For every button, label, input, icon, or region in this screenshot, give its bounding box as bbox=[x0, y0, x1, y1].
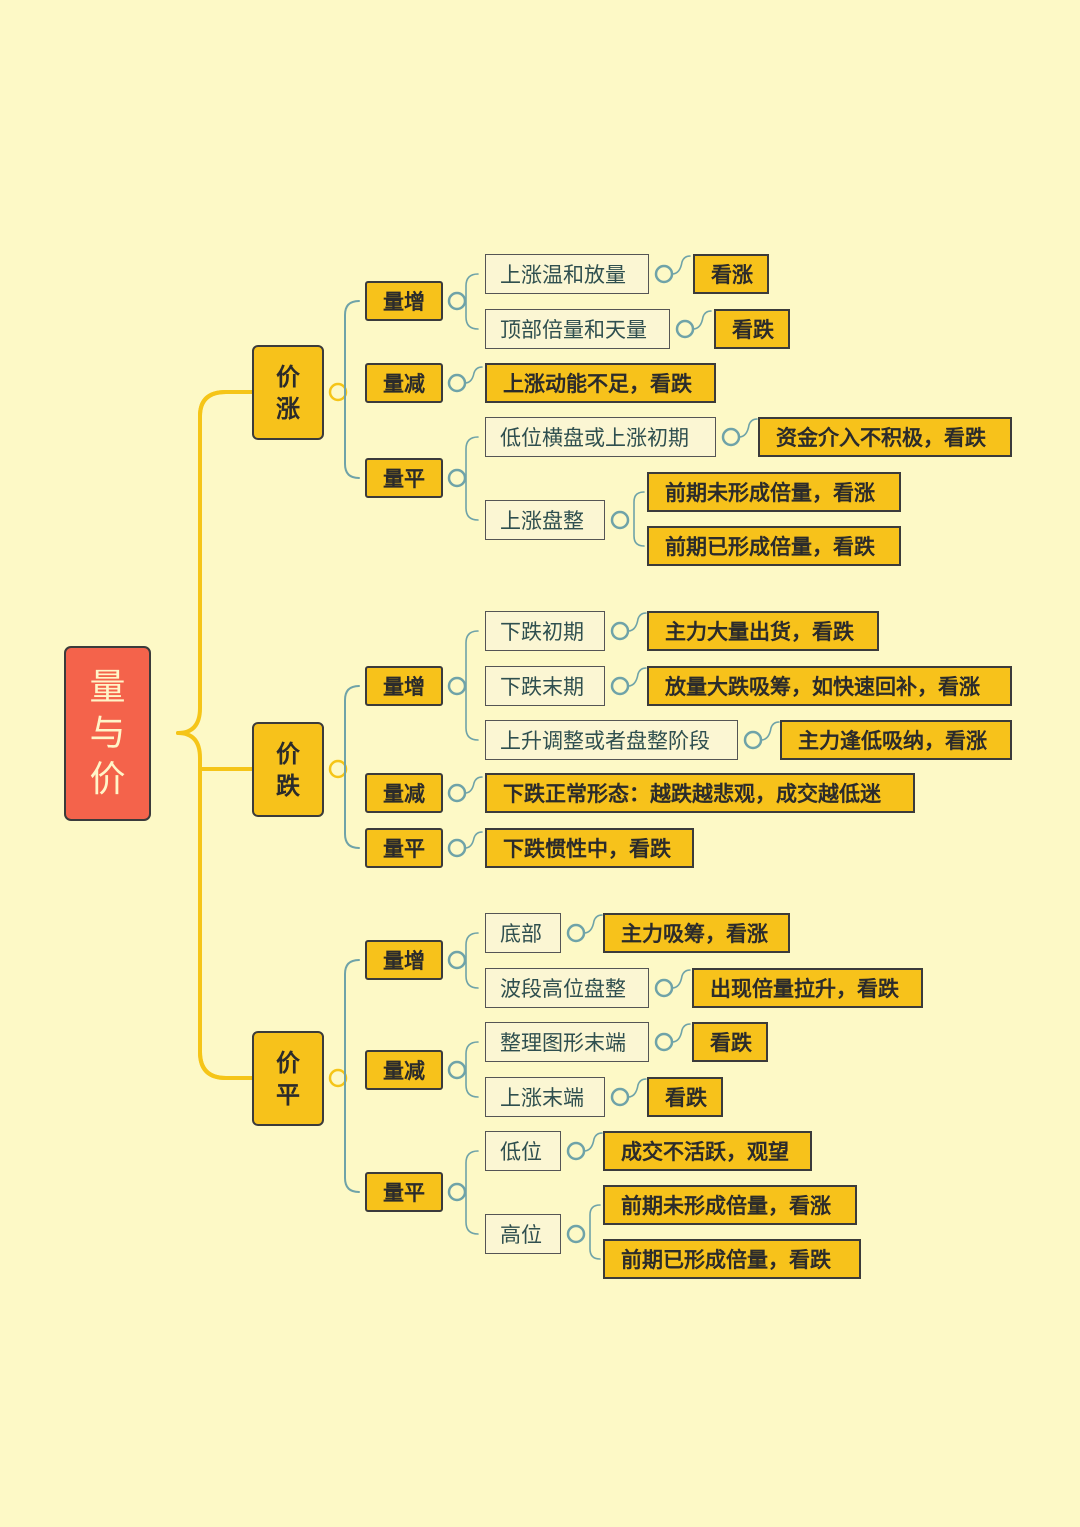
result-node: 出现倍量拉升，看跌 bbox=[692, 968, 923, 1008]
branch-char: 平 bbox=[276, 1080, 300, 1109]
volume-node: 量减 bbox=[365, 363, 443, 403]
volume-node: 量平 bbox=[365, 828, 443, 868]
condition-node: 上涨盘整 bbox=[485, 500, 605, 540]
result-node: 下跌正常形态：越跌越悲观，成交越低迷 bbox=[485, 773, 915, 813]
result-node: 资金介入不积极，看跌 bbox=[758, 417, 1012, 457]
price-branch-node: 价平 bbox=[252, 1031, 324, 1126]
condition-node: 底部 bbox=[485, 913, 561, 953]
result-node: 看涨 bbox=[693, 254, 769, 294]
condition-node: 下跌末期 bbox=[485, 666, 605, 706]
volume-node: 量减 bbox=[365, 773, 443, 813]
result-node: 上涨动能不足，看跌 bbox=[485, 363, 716, 403]
branch-char: 跌 bbox=[276, 771, 300, 800]
condition-node: 波段高位盘整 bbox=[485, 968, 649, 1008]
condition-node: 上涨末端 bbox=[485, 1077, 605, 1117]
condition-node: 下跌初期 bbox=[485, 611, 605, 651]
volume-node: 量增 bbox=[365, 281, 443, 321]
condition-node: 低位横盘或上涨初期 bbox=[485, 417, 716, 457]
condition-node: 低位 bbox=[485, 1131, 561, 1171]
branch-char: 价 bbox=[276, 1048, 300, 1077]
volume-node: 量增 bbox=[365, 666, 443, 706]
volume-node: 量平 bbox=[365, 458, 443, 498]
branch-char: 价 bbox=[276, 362, 300, 391]
root-char: 量 bbox=[89, 666, 126, 708]
root-char: 价 bbox=[89, 758, 126, 800]
result-node: 主力逢低吸纳，看涨 bbox=[780, 720, 1012, 760]
result-node: 看跌 bbox=[692, 1022, 768, 1062]
price-branch-node: 价跌 bbox=[252, 722, 324, 817]
volume-node: 量平 bbox=[365, 1172, 443, 1212]
condition-node: 高位 bbox=[485, 1214, 561, 1254]
result-node: 下跌惯性中，看跌 bbox=[485, 828, 694, 868]
branch-char: 涨 bbox=[276, 394, 300, 423]
result-node: 前期未形成倍量，看涨 bbox=[603, 1185, 857, 1225]
result-node: 主力吸筹，看涨 bbox=[603, 913, 790, 953]
result-node: 成交不活跃，观望 bbox=[603, 1131, 812, 1171]
condition-node: 顶部倍量和天量 bbox=[485, 309, 670, 349]
price-branch-node: 价涨 bbox=[252, 345, 324, 440]
condition-node: 整理图形末端 bbox=[485, 1022, 649, 1062]
result-node: 看跌 bbox=[647, 1077, 723, 1117]
result-node: 前期未形成倍量，看涨 bbox=[647, 472, 901, 512]
result-node: 主力大量出货，看跌 bbox=[647, 611, 879, 651]
condition-node: 上涨温和放量 bbox=[485, 254, 649, 294]
root-char: 与 bbox=[89, 712, 126, 754]
result-node: 前期已形成倍量，看跌 bbox=[647, 526, 901, 566]
condition-node: 上升调整或者盘整阶段 bbox=[485, 720, 738, 760]
result-node: 放量大跌吸筹，如快速回补，看涨 bbox=[647, 666, 1012, 706]
result-node: 看跌 bbox=[714, 309, 790, 349]
branch-char: 价 bbox=[276, 739, 300, 768]
volume-node: 量增 bbox=[365, 940, 443, 980]
volume-node: 量减 bbox=[365, 1050, 443, 1090]
result-node: 前期已形成倍量，看跌 bbox=[603, 1239, 861, 1279]
root-node: 量 与 价 bbox=[64, 646, 151, 821]
